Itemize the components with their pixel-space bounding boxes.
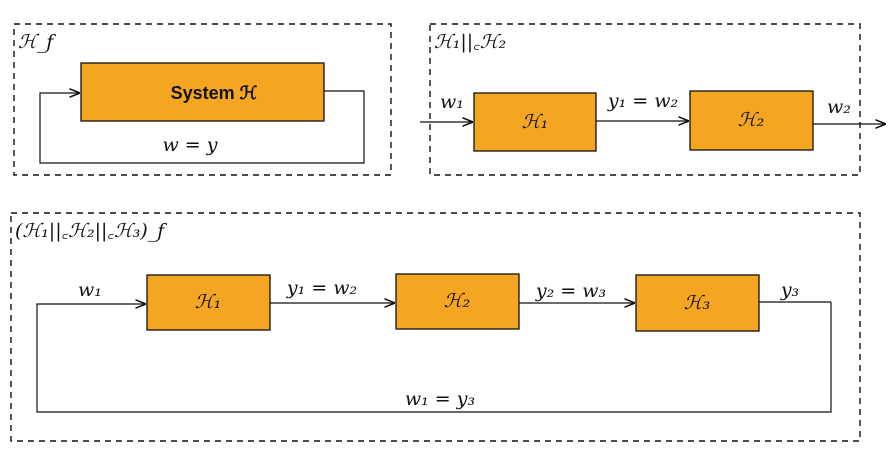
feedback-label: w = y xyxy=(163,134,218,156)
block-h2 xyxy=(395,273,520,330)
chain-input-label: w₁ xyxy=(78,279,102,301)
parallel-link-label: y₁ = w₂ xyxy=(607,90,678,112)
block-h1-label: ℋ₁ xyxy=(522,111,548,133)
block-h2 xyxy=(689,90,814,151)
panel-parallel-title: ℋ₁||꜀ℋ₂ xyxy=(434,31,506,53)
panel-closed-chain: (ℋ₁||꜀ℋ₂||꜀ℋ₃)_f w₁ ℋ₁ y₁ = w₂ ℋ₂ y₂ = w… xyxy=(10,212,861,442)
chain-feedback-wire xyxy=(36,302,832,413)
chain-link-23-label: y₂ = w₃ xyxy=(535,280,606,302)
block-h3-label: ℋ₃ xyxy=(684,292,710,314)
chain-feedback-label: w₁ = y₃ xyxy=(405,388,475,410)
system-block-label: System ℋ xyxy=(171,83,258,103)
panel-feedback: ℋ_f System ℋ w = y xyxy=(13,23,392,176)
panel-parallel: ℋ₁||꜀ℋ₂ w₁ ℋ₁ y₁ = w₂ ℋ₂ w₂ xyxy=(420,23,885,176)
panel-feedback-title: ℋ_f xyxy=(18,31,56,53)
parallel-output-label: w₂ xyxy=(827,96,851,118)
panel-parallel-frame xyxy=(429,23,861,176)
block-h2-label: ℋ₂ xyxy=(444,290,470,312)
panel-closed-chain-title: (ℋ₁||꜀ℋ₂||꜀ℋ₃)_f xyxy=(15,220,167,242)
block-h2-label: ℋ₂ xyxy=(738,109,764,131)
block-h1 xyxy=(473,92,597,152)
chain-link-12-label: y₁ = w₂ xyxy=(286,277,357,299)
parallel-input-label: w₁ xyxy=(440,91,464,113)
feedback-loop-wire xyxy=(39,91,365,164)
block-h1-label: ℋ₁ xyxy=(195,291,221,313)
system-block xyxy=(80,62,325,122)
chain-output-label: y₃ xyxy=(780,279,799,301)
panel-closed-chain-frame xyxy=(10,212,861,442)
panel-feedback-frame xyxy=(13,23,392,176)
block-h3 xyxy=(635,274,760,332)
